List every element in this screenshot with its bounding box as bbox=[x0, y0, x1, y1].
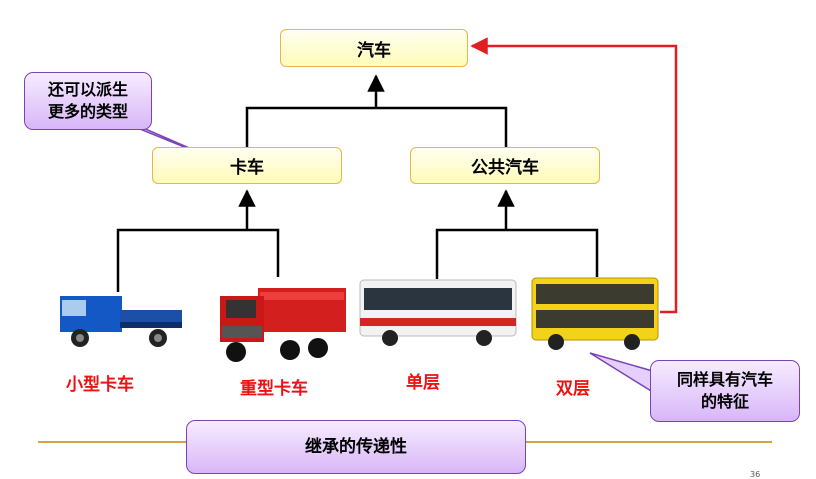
callout-same-features: 同样具有汽车 的特征 bbox=[650, 360, 800, 422]
tier2-connector bbox=[245, 74, 508, 147]
label-double-deck: 双层 bbox=[556, 379, 590, 399]
callout-top-line2: 更多的类型 bbox=[47, 102, 128, 121]
single-deck-bus-image bbox=[359, 279, 517, 346]
bus-connector bbox=[435, 189, 599, 279]
callout-bottom-line1: 同样具有汽车 bbox=[676, 370, 773, 389]
callout-derive-more: 还可以派生 更多的类型 bbox=[24, 72, 152, 130]
inheritance-arrow bbox=[470, 37, 678, 314]
node-car: 汽车 bbox=[280, 29, 468, 67]
label-small-truck: 小型卡车 bbox=[66, 375, 134, 395]
node-truck: 卡车 bbox=[152, 147, 342, 184]
label-single-deck: 单层 bbox=[406, 373, 440, 393]
label-heavy-truck: 重型卡车 bbox=[240, 379, 308, 399]
node-bus: 公共汽车 bbox=[410, 147, 600, 184]
callout-bottom-line2: 的特征 bbox=[700, 392, 749, 411]
callout-top-line1: 还可以派生 bbox=[47, 80, 128, 99]
heavy-truck-image bbox=[220, 288, 346, 362]
truck-connector bbox=[116, 189, 280, 292]
banner-inheritance-transitivity: 继承的传递性 bbox=[186, 420, 526, 474]
callout-bottom-pointer bbox=[589, 352, 657, 396]
slide-number: 36 bbox=[750, 470, 761, 479]
small-truck-image bbox=[60, 296, 182, 347]
double-deck-bus-image bbox=[531, 277, 659, 350]
